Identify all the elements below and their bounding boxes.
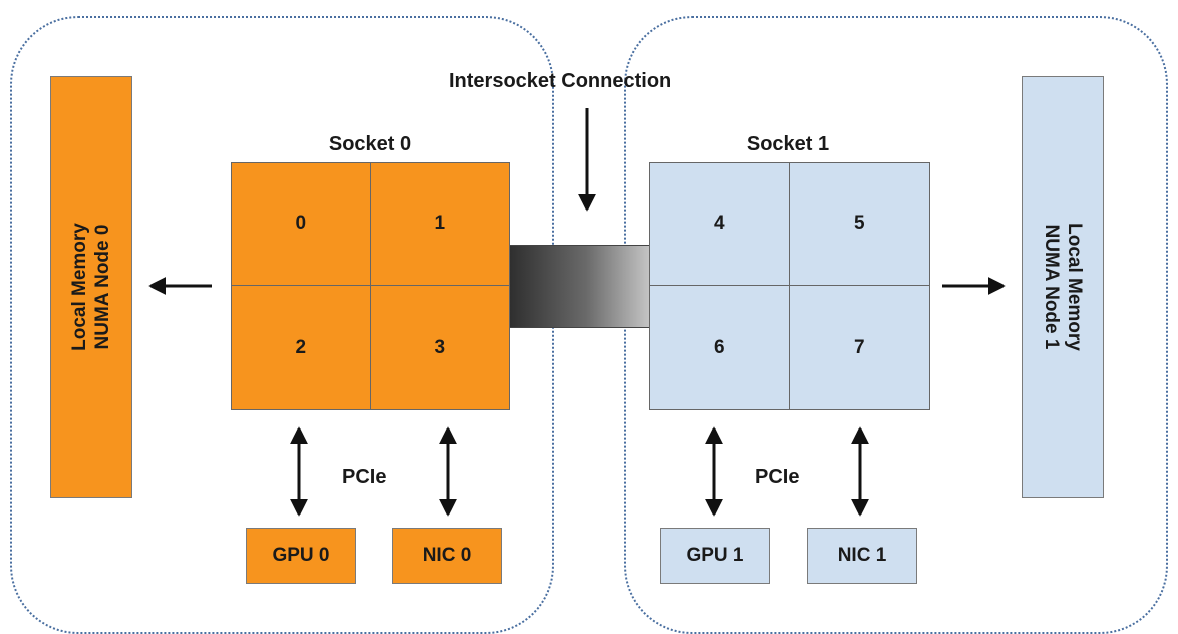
- pcie-label-node-1: PCIe: [755, 466, 800, 488]
- core-3: 3: [434, 336, 446, 358]
- gpu-1-box: GPU 1: [660, 528, 770, 584]
- socket-1: 4 5 6 7: [649, 162, 930, 410]
- core-6: 6: [650, 286, 790, 409]
- gpu-0-box: GPU 0: [246, 528, 356, 584]
- core-5: 5: [789, 163, 929, 286]
- local-memory-node-1: Local Memory NUMA Node 1: [1022, 76, 1104, 498]
- core-0: 0: [232, 163, 371, 286]
- core-2: 2: [232, 286, 371, 409]
- local-memory-node-0: Local Memory NUMA Node 0: [50, 76, 132, 498]
- intersocket-connection-label: Intersocket Connection: [449, 70, 672, 92]
- socket-0-title: Socket 0: [328, 133, 412, 155]
- nic-0-box: NIC 0: [392, 528, 502, 584]
- core-7: 7: [853, 336, 865, 358]
- socket-1-title: Socket 1: [746, 133, 830, 155]
- core-4: 4: [650, 163, 790, 286]
- pcie-label-node-0: PCIe: [342, 466, 387, 488]
- core-1: 1: [370, 163, 509, 286]
- nic-1-box: NIC 1: [807, 528, 917, 584]
- socket-0: 0 1 2 3: [231, 162, 510, 410]
- intersocket-interconnect: [510, 245, 649, 328]
